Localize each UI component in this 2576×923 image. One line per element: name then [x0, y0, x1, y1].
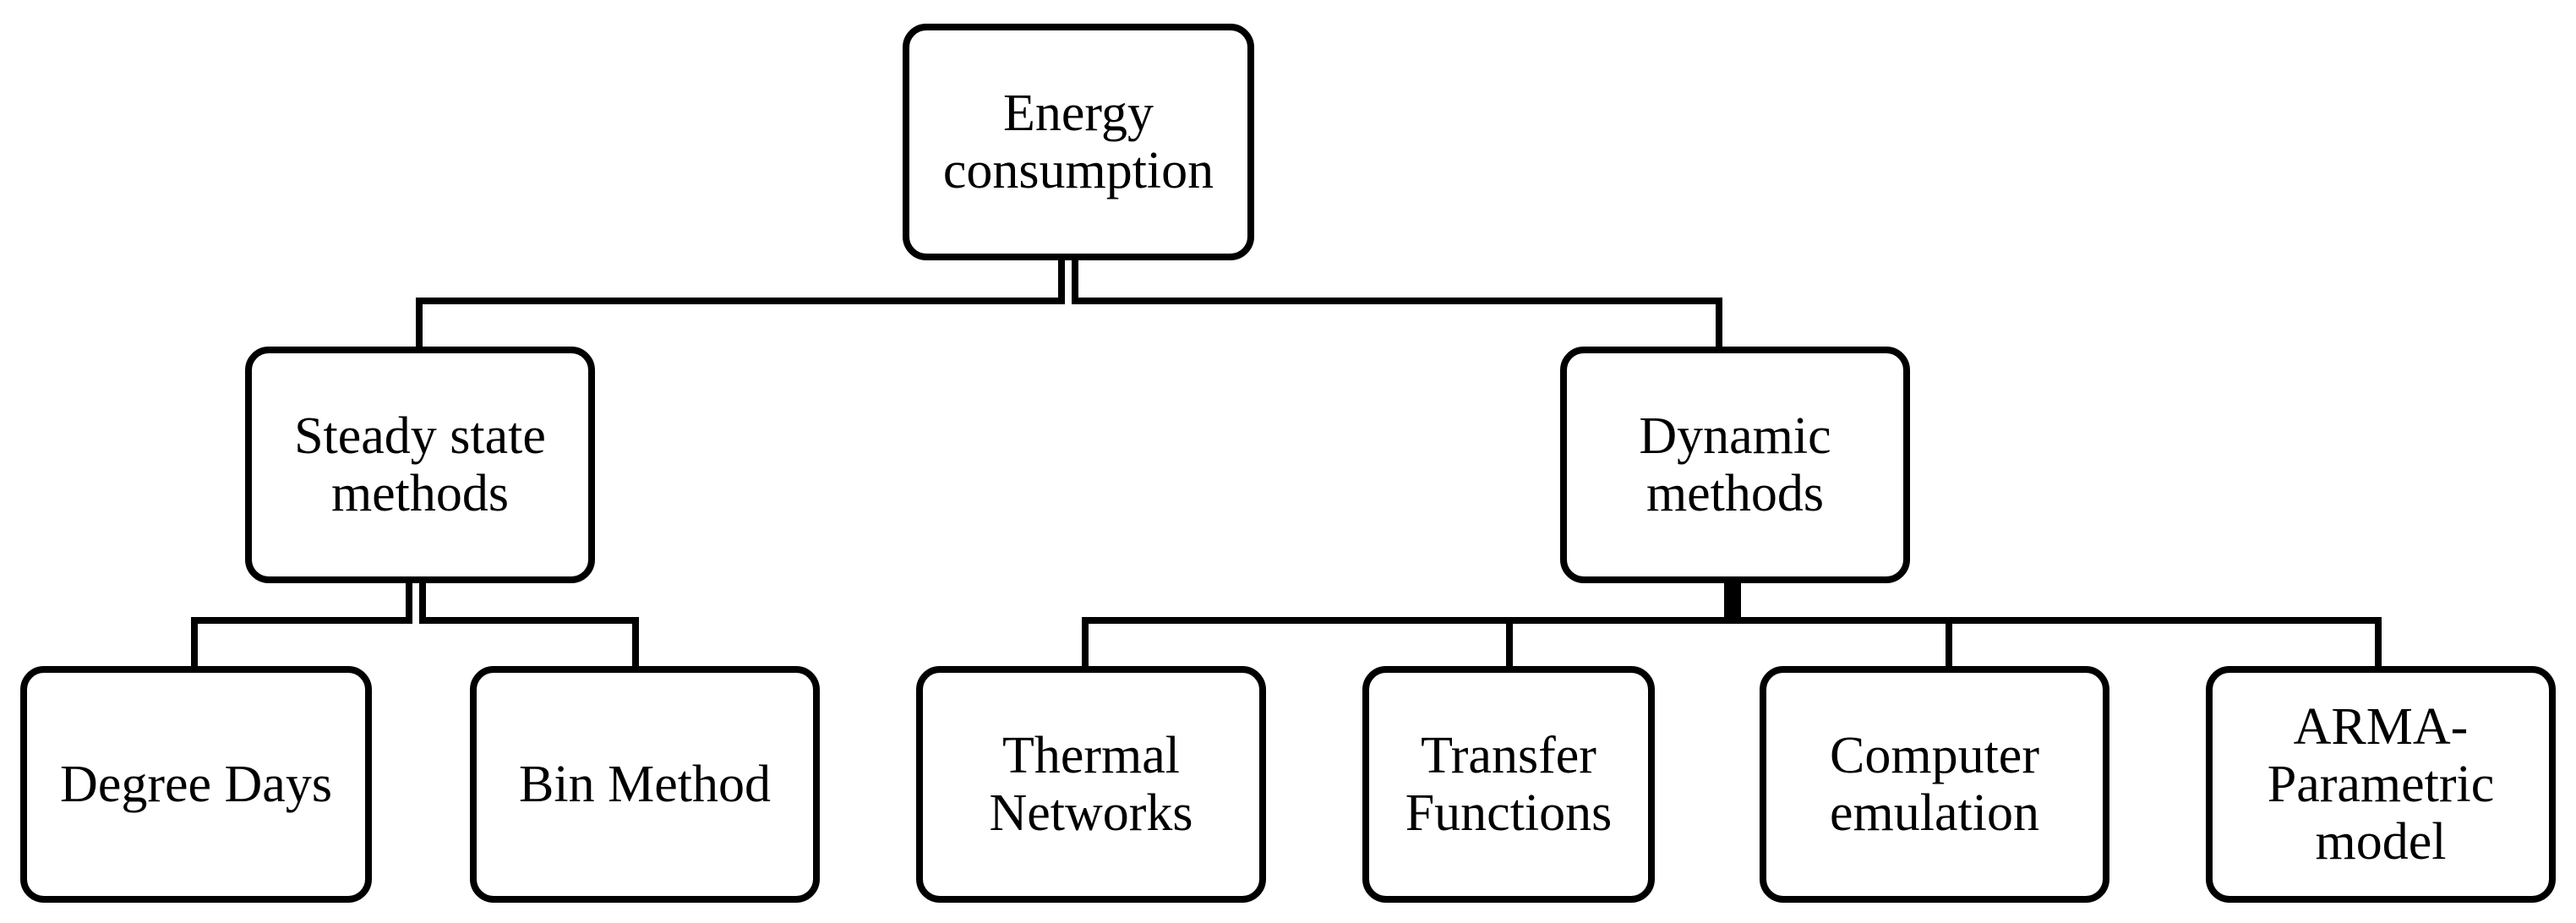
node-computer-emulation-label: Computer emulation — [1830, 727, 2039, 842]
connector-dynamic-to-children — [1082, 617, 2382, 669]
node-energy-consumption: Energy consumption — [903, 24, 1254, 260]
node-thermal-networks-label: Thermal Networks — [989, 727, 1193, 842]
node-degree-days: Degree Days — [20, 666, 372, 903]
connector-dynamic-stem — [1724, 580, 1741, 624]
connector-root-to-dynamic — [1072, 257, 1722, 350]
connector-steady-to-degree — [191, 580, 412, 669]
node-bin-method: Bin Method — [470, 666, 820, 903]
node-steady-state-methods-label: Steady state methods — [294, 407, 546, 522]
node-thermal-networks: Thermal Networks — [916, 666, 1266, 903]
node-dynamic-methods: Dynamic methods — [1560, 347, 1910, 583]
node-arma-parametric-model-label: ARMA- Parametric model — [2267, 698, 2495, 871]
connector-steady-to-bin — [419, 580, 639, 669]
node-arma-parametric-model: ARMA- Parametric model — [2206, 666, 2556, 903]
node-transfer-functions-label: Transfer Functions — [1405, 727, 1613, 842]
node-degree-days-label: Degree Days — [60, 756, 332, 813]
node-bin-method-label: Bin Method — [519, 756, 771, 813]
node-transfer-functions: Transfer Functions — [1362, 666, 1655, 903]
node-energy-consumption-label: Energy consumption — [942, 85, 1214, 199]
connector-root-to-steady — [416, 257, 1065, 350]
node-steady-state-methods: Steady state methods — [245, 347, 595, 583]
node-dynamic-methods-label: Dynamic methods — [1639, 407, 1831, 522]
node-computer-emulation: Computer emulation — [1760, 666, 2109, 903]
